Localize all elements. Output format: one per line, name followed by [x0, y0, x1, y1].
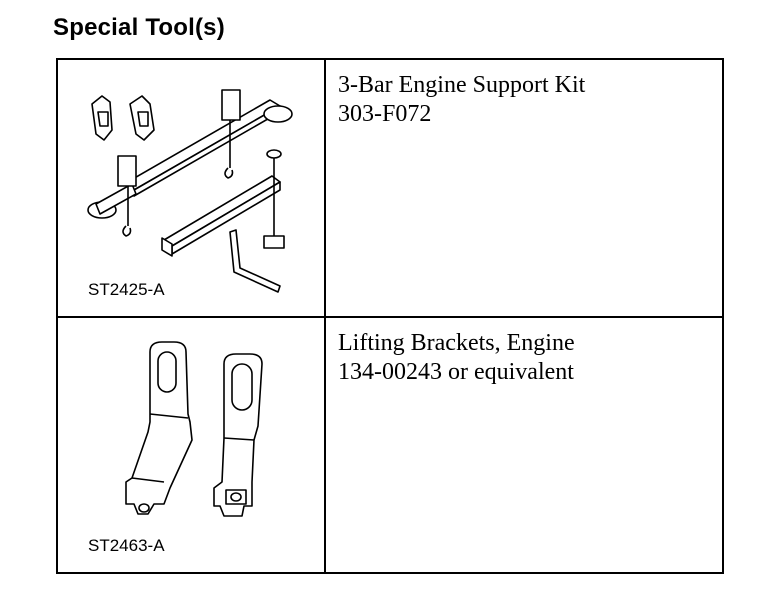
tool-description-cell: 3-Bar Engine Support Kit 303-F072 [326, 60, 722, 316]
tool-number: 303-F072 [338, 101, 432, 127]
table-row: ST2425-A 3-Bar Engine Support Kit 303-F0… [58, 60, 722, 318]
figure-reference: ST2425-A [88, 280, 165, 299]
special-tools-table: ST2425-A 3-Bar Engine Support Kit 303-F0… [56, 58, 724, 574]
tool-illustration-cell: ST2463-A [58, 318, 326, 572]
figure-reference: ST2463-A [88, 536, 165, 555]
engine-support-kit-icon [87, 89, 293, 293]
tool-number: 134-00243 or equivalent [338, 359, 574, 385]
tool-name: 3-Bar Engine Support Kit [338, 72, 586, 98]
lifting-brackets-icon [125, 341, 263, 517]
page-title: Special Tool(s) [53, 14, 225, 41]
tool-name: Lifting Brackets, Engine [338, 330, 575, 356]
tool-illustration-cell: ST2425-A [58, 60, 326, 316]
table-row: ST2463-A Lifting Brackets, Engine 134-00… [58, 318, 722, 572]
tool-description-cell: Lifting Brackets, Engine 134-00243 or eq… [326, 318, 722, 572]
